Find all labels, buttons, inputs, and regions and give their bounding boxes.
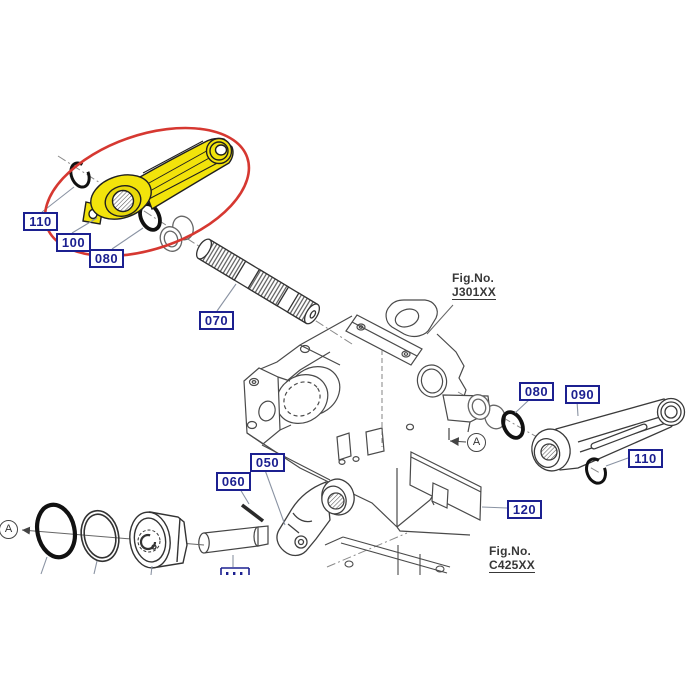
figref-leader: [426, 304, 454, 335]
detail-a-arrow-right: [449, 437, 467, 446]
lower-valve-body-fragment: [324, 536, 451, 575]
part-label-050[interactable]: 050: [250, 453, 285, 472]
o-ring-large: [34, 502, 78, 560]
truncated-label-box: [220, 567, 250, 575]
part-label-110-left[interactable]: 110: [23, 212, 58, 231]
figref-upper-label: Fig.No.: [452, 271, 495, 285]
lift-shaft-070: [195, 238, 321, 325]
link-yoke-050: [276, 478, 355, 557]
part-label-070[interactable]: 070: [199, 311, 234, 330]
figref-upper: Fig.No. J301XX: [452, 271, 496, 300]
part-label-120[interactable]: 120: [507, 500, 542, 519]
part-label-100[interactable]: 100: [56, 233, 91, 252]
lift-arm-090: [531, 397, 686, 472]
part-label-080-left[interactable]: 080: [89, 249, 124, 268]
cover-plate-120: [409, 451, 482, 521]
figref-lower-code: C425XX: [489, 558, 535, 573]
snap-ring-right-110: [585, 457, 607, 485]
detail-marker-a-left: A: [0, 520, 18, 539]
snap-ring-left-110: [69, 161, 91, 189]
figref-lower-label: Fig.No.: [489, 544, 532, 558]
bushing-right: [467, 394, 506, 430]
part-label-090[interactable]: 090: [565, 385, 600, 404]
part-label-080-right[interactable]: 080: [519, 382, 554, 401]
figref-upper-code: J301XX: [452, 285, 496, 300]
piston-assembly: [21, 502, 205, 569]
figref-lower: Fig.No. C425XX: [489, 544, 535, 573]
spring-pin-060: [240, 503, 265, 523]
detail-marker-a-right: A: [467, 433, 486, 452]
lift-arm-100-highlighted: [82, 137, 234, 225]
o-ring-right-080: [501, 410, 525, 440]
part-label-110-right[interactable]: 110: [628, 449, 663, 468]
part-label-060[interactable]: 060: [216, 472, 251, 491]
feedback-rod: [198, 525, 269, 554]
hydraulic-case-housing: [243, 299, 491, 536]
